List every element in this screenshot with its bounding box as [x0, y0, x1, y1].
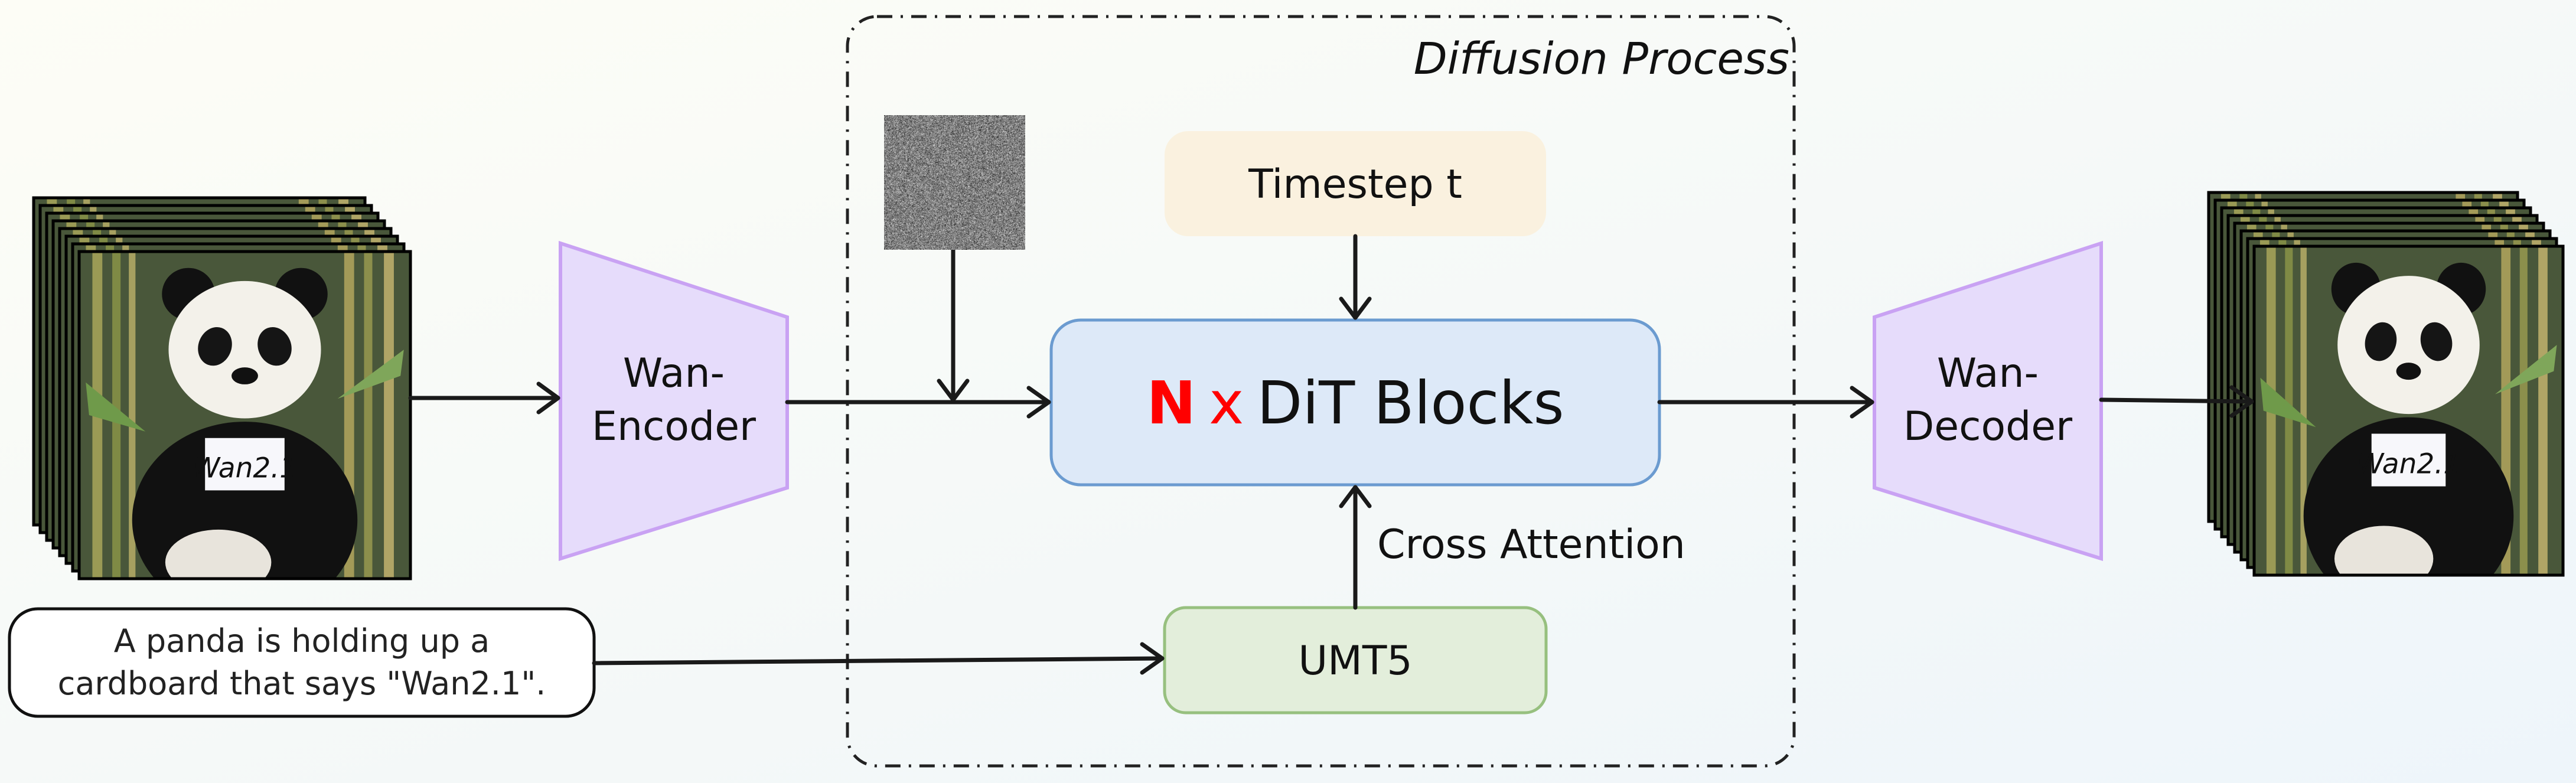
encoder-label-line1: Wan-	[623, 350, 725, 397]
panda-sign-text: Wan2.1	[2356, 448, 2461, 480]
decoder-label-line2: Decoder	[1903, 403, 2072, 450]
prompt-line1: A panda is holding up a	[114, 622, 490, 660]
panda-image	[79, 252, 410, 618]
decoder-label-line1: Wan-	[1937, 350, 2039, 397]
output-video-frames: Wan2.1	[2209, 193, 2563, 615]
panda-sign-text: Wan2.1	[193, 452, 297, 484]
encoder-label-line2: Encoder	[592, 403, 756, 450]
cross-attention-label: Cross Attention	[1377, 521, 1685, 568]
dit-blocks-label: NxDiT Blocks	[1146, 368, 1564, 438]
dit-n-count: N	[1146, 368, 1196, 438]
timestep-label: Timestep t	[1248, 161, 1462, 208]
panda-image	[2254, 246, 2563, 615]
output-video-frame: Wan2.1	[2254, 246, 2563, 615]
umt5-label: UMT5	[1298, 638, 1412, 684]
diffusion-process-label: Diffusion Process	[1414, 34, 1789, 84]
input-video-frames: Wan2.1	[34, 198, 410, 618]
prompt-line2: cardboard that says "Wan2.1".	[58, 665, 546, 702]
dit-label: DiT Blocks	[1257, 368, 1564, 438]
dit-multiplier: x	[1209, 368, 1244, 438]
gaussian-noise-latent	[884, 115, 1025, 250]
input-video-frame: Wan2.1	[79, 252, 410, 618]
